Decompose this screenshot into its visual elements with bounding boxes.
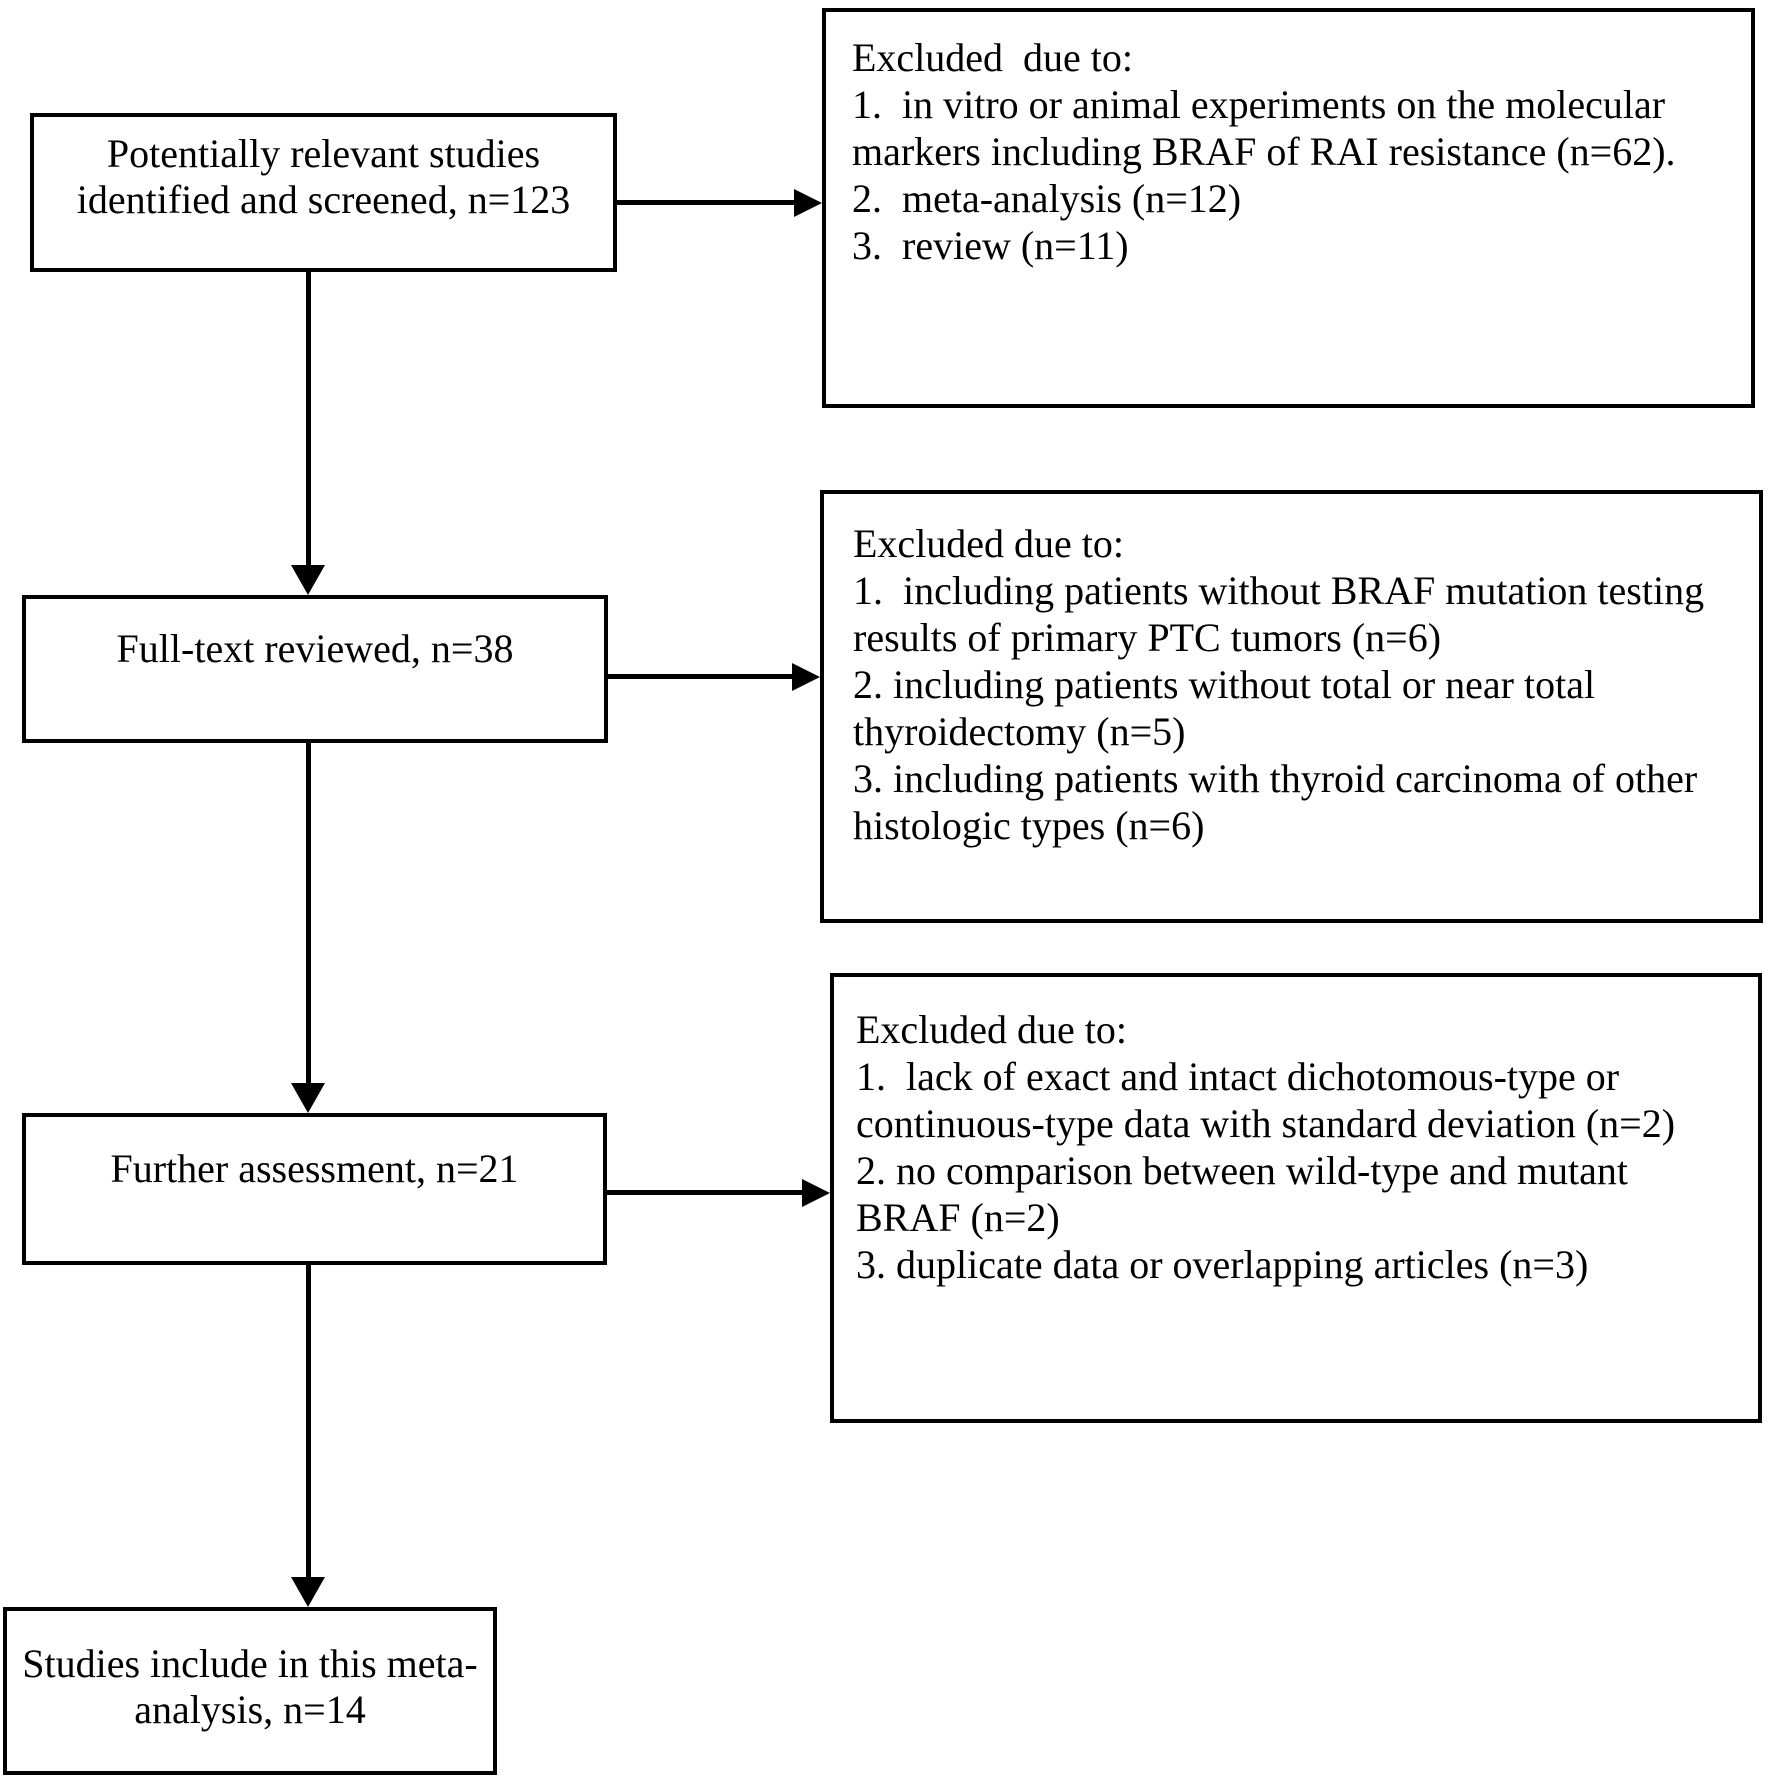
excluded-assessment-item-2: 2. no comparison between wild-type and m…	[856, 1148, 1629, 1240]
excluded-screening-item-1: 1. in vitro or animal experiments on the…	[852, 82, 1676, 174]
arrow-assessment-to-excluded-arrowhead-icon	[802, 1179, 830, 1207]
box-further-assessment: Further assessment, n=21	[22, 1113, 607, 1265]
arrow-fulltext-to-assessment-arrowhead-icon	[291, 1083, 325, 1113]
arrow-fulltext-to-assessment-shaft	[306, 743, 311, 1085]
box-studies-included: Studies include in this meta- analysis, …	[3, 1607, 497, 1775]
box-full-text-reviewed: Full-text reviewed, n=38	[22, 595, 608, 743]
excluded-fulltext-item-2: 2. including patients without total or n…	[853, 662, 1596, 754]
box-excluded-assessment: Excluded due to: 1. lack of exact and in…	[830, 973, 1762, 1423]
excluded-assessment-title: Excluded due to:	[856, 1007, 1128, 1052]
arrow-fulltext-to-excluded-shaft	[608, 674, 795, 679]
excluded-screening-title: Excluded due to:	[852, 35, 1134, 80]
excluded-assessment-item-3: 3. duplicate data or overlapping article…	[856, 1242, 1589, 1287]
arrow-screened-to-fulltext-shaft	[306, 272, 311, 567]
excluded-fulltext-title: Excluded due to:	[853, 521, 1125, 566]
box-studies-included-label: Studies include in this meta- analysis, …	[22, 1641, 478, 1732]
box-full-text-reviewed-label: Full-text reviewed, n=38	[116, 626, 514, 671]
box-potentially-relevant-studies-label: Potentially relevant studies identified …	[76, 131, 571, 222]
box-potentially-relevant-studies: Potentially relevant studies identified …	[30, 113, 617, 272]
box-excluded-screening: Excluded due to: 1. in vitro or animal e…	[822, 8, 1755, 408]
excluded-screening-item-3: 3. review (n=11)	[852, 223, 1129, 268]
arrow-screened-to-excluded-shaft	[617, 200, 797, 205]
excluded-screening-item-2: 2. meta-analysis (n=12)	[852, 176, 1242, 221]
arrow-assessment-to-excluded-shaft	[607, 1190, 805, 1195]
excluded-assessment-item-1: 1. lack of exact and intact dichotomous-…	[856, 1054, 1676, 1146]
arrow-screened-to-fulltext-arrowhead-icon	[291, 565, 325, 595]
arrow-fulltext-to-excluded-arrowhead-icon	[792, 663, 820, 691]
box-excluded-fulltext: Excluded due to: 1. including patients w…	[820, 490, 1763, 923]
excluded-fulltext-item-3: 3. including patients with thyroid carci…	[853, 756, 1698, 848]
arrow-assessment-to-included-arrowhead-icon	[291, 1577, 325, 1607]
arrow-screened-to-excluded-arrowhead-icon	[794, 189, 822, 217]
box-further-assessment-label: Further assessment, n=21	[110, 1146, 519, 1191]
excluded-fulltext-item-1: 1. including patients without BRAF mutat…	[853, 568, 1705, 660]
arrow-assessment-to-included-shaft	[306, 1265, 311, 1579]
